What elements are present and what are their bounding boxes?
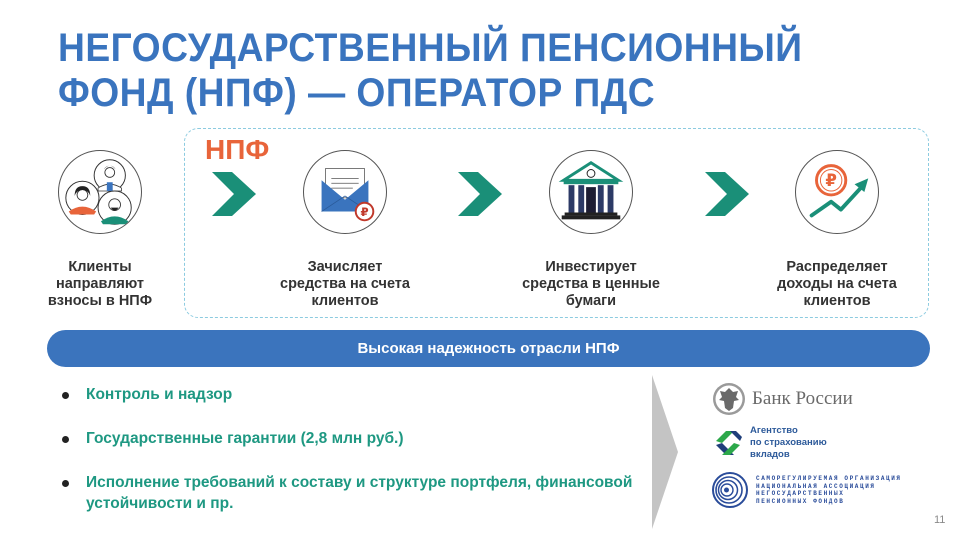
logo-napf: САМОРЕГУЛИРУЕМАЯ ОРГАНИЗАЦИЯ НАЦИОНАЛЬНА… <box>712 472 902 508</box>
bullet-control: Контроль и надзор <box>60 384 650 405</box>
svg-text:₽: ₽ <box>825 171 837 190</box>
napf-name: САМОРЕГУЛИРУЕМАЯ ОРГАНИЗАЦИЯ НАЦИОНАЛЬНА… <box>756 475 902 505</box>
title-line-2: ФОНД (НПФ) — ОПЕРАТОР ПДС <box>58 71 656 115</box>
grey-chevron-separator-icon <box>652 375 678 529</box>
logo-deposit-insurance-agency: Агентство по страхованию вкладов <box>712 425 827 461</box>
reliability-banner: Высокая надежность отрасли НПФ <box>47 330 930 367</box>
svg-text:₽: ₽ <box>360 205 368 219</box>
bank-building-icon <box>549 150 633 234</box>
asv-name: Агентство по страхованию вкладов <box>750 425 827 460</box>
npf-process-box <box>184 128 929 318</box>
bullet-guarantees: Государственные гарантии (2,8 млн руб.) <box>60 428 650 449</box>
step-caption-invests: Инвестирует средства в ценные бумаги <box>522 259 660 309</box>
asv-logo-icon <box>716 431 742 455</box>
slide-title: НЕГОСУДАРСТВЕННЫЙ ПЕНСИОННЫЙ ФОНД (НПФ) … <box>58 26 803 116</box>
logo-bank-of-russia: Банк России <box>712 382 853 416</box>
npf-label: НПФ <box>205 134 270 165</box>
chevron-right-icon <box>458 172 502 216</box>
double-eagle-emblem-icon <box>713 383 745 415</box>
chevron-right-icon <box>705 172 749 216</box>
title-line-1: НЕГОСУДАРСТВЕННЫЙ ПЕНСИОННЫЙ <box>58 26 803 70</box>
step-caption-clients: Клиенты направляют взносы в НПФ <box>47 259 153 309</box>
reliability-bullet-list: Контроль и надзор Государственные гарант… <box>60 384 650 537</box>
bullet-requirements: Исполнение требований к составу и структ… <box>60 472 650 514</box>
step-caption-credits: Зачисляет средства на счета клиентов <box>280 259 410 309</box>
envelope-ruble-icon: ₽ <box>303 150 387 234</box>
step-caption-distributes: Распределяет доходы на счета клиентов <box>777 259 897 309</box>
bank-of-russia-name: Банк России <box>752 388 853 409</box>
napf-spiral-icon <box>712 472 748 508</box>
ruble-growth-icon: ₽ <box>795 150 879 234</box>
page-number: 11 <box>934 514 946 526</box>
chevron-right-icon <box>212 172 256 216</box>
clients-people-icon <box>58 150 142 234</box>
